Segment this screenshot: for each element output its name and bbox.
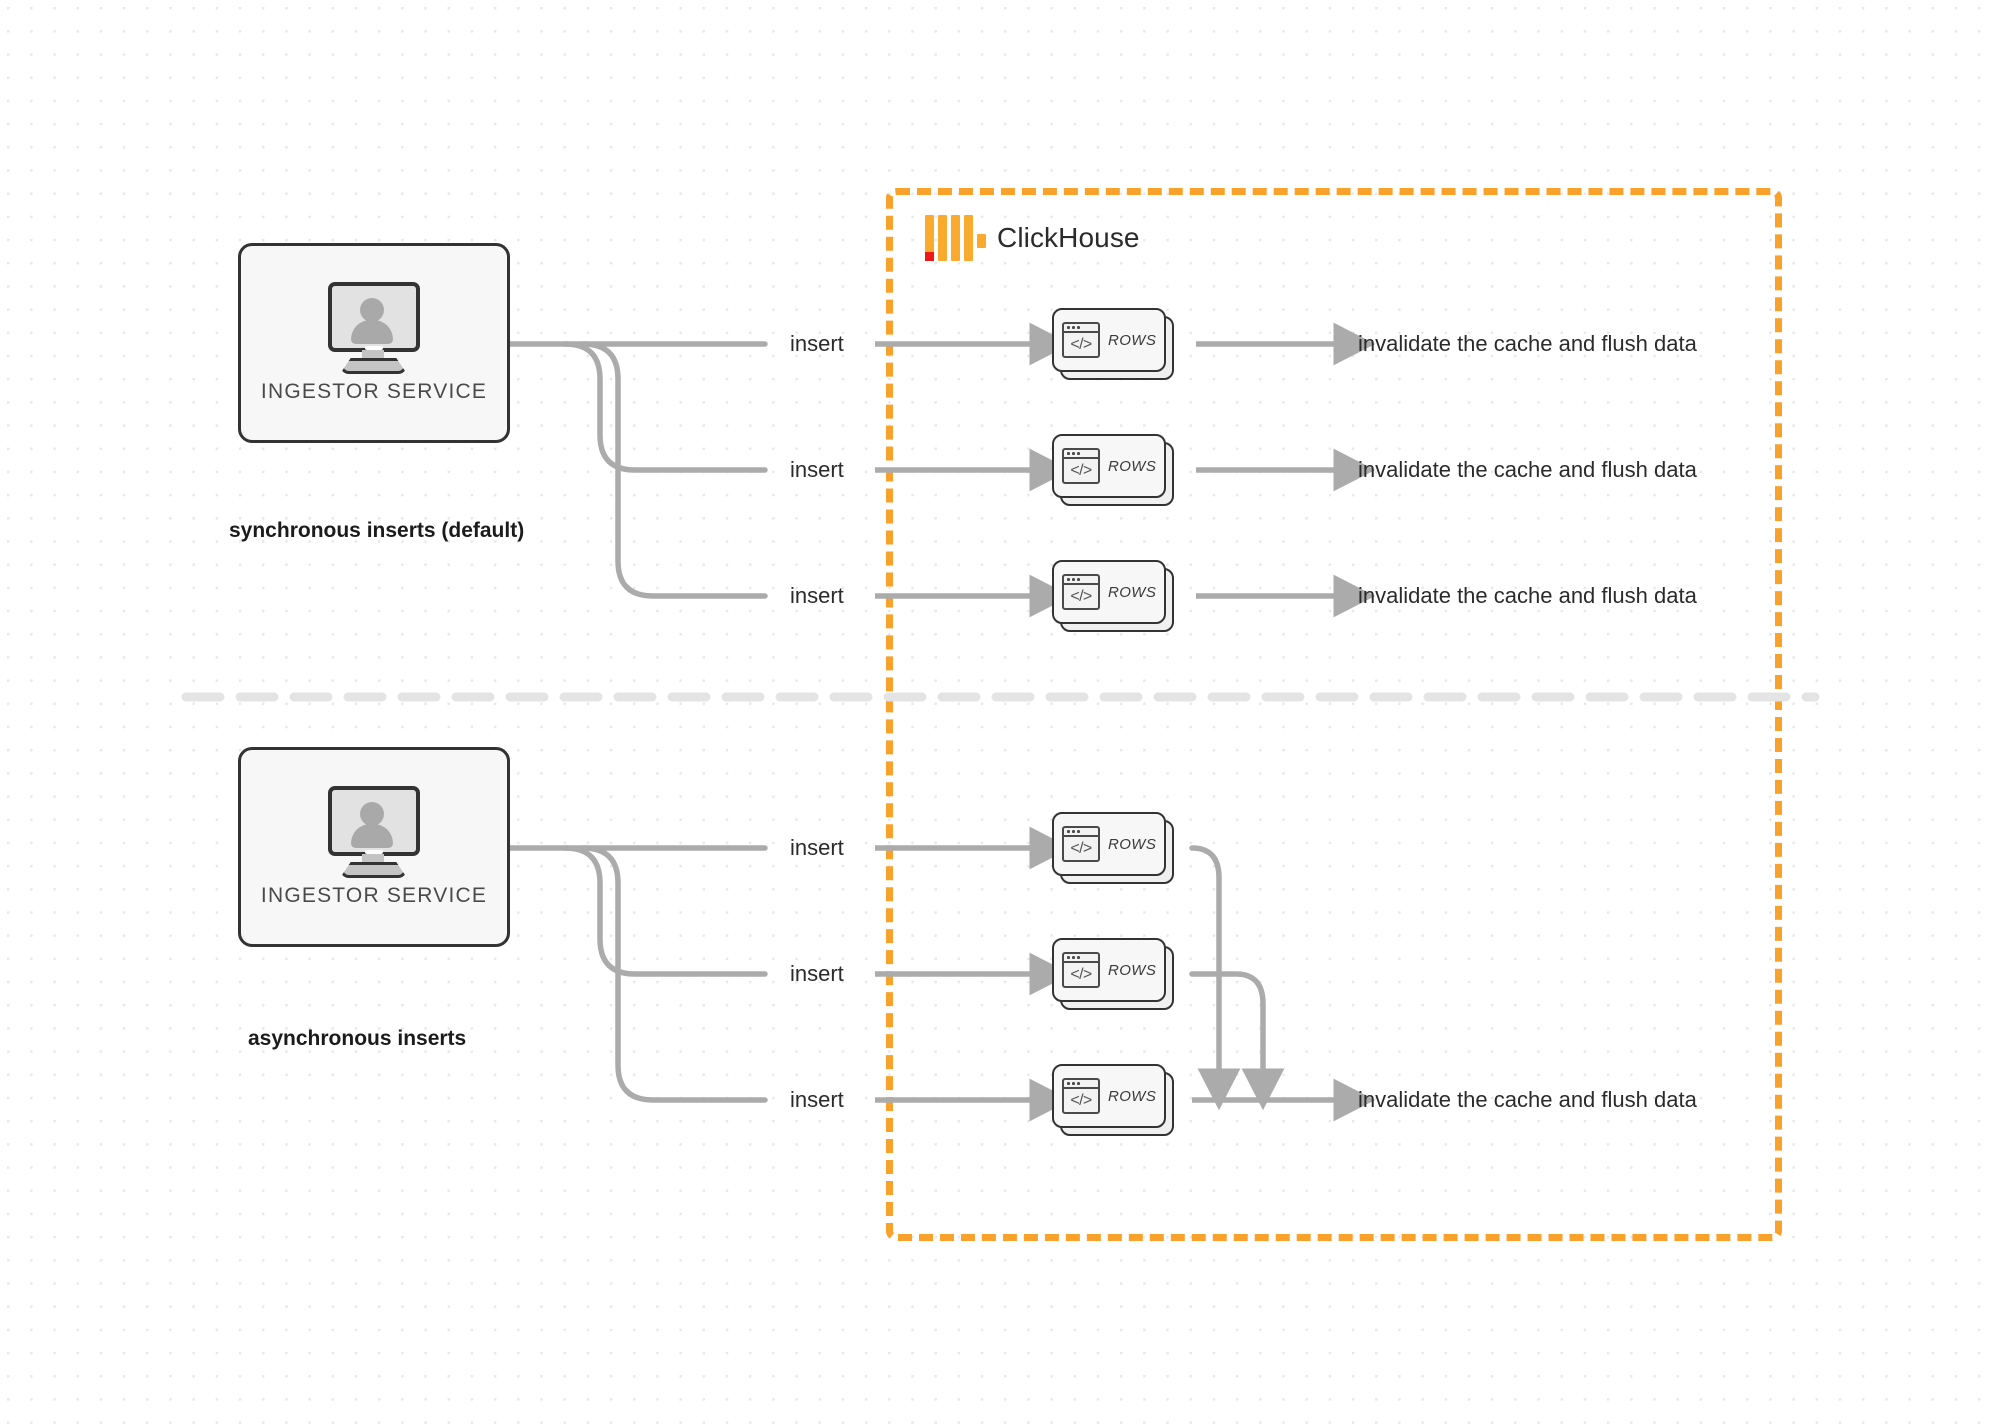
rows-card-sync-1[interactable]: </> ROWS [1052,308,1174,380]
code-window-icon: </> [1062,826,1100,862]
flush-label-sync-3: invalidate the cache and flush data [1358,583,1697,608]
ingestor-service-label: INGESTOR SERVICE [260,380,488,403]
rows-card-sync-2[interactable]: </> ROWS [1052,434,1174,506]
flush-label-sync-2: invalidate the cache and flush data [1358,457,1697,482]
code-window-icon: </> [1062,952,1100,988]
insert-label-async-2: insert [790,961,844,986]
rows-card-async-1[interactable]: </> ROWS [1052,812,1174,884]
ingestor-service-async[interactable]: INGESTOR SERVICE [238,747,510,947]
rows-card-label: ROWS [1108,583,1157,601]
clickhouse-boundary [886,188,1782,1241]
rows-card-async-2[interactable]: </> ROWS [1052,938,1174,1010]
monitor-user-icon [324,786,424,878]
code-window-icon: </> [1062,574,1100,610]
clickhouse-label: ClickHouse [997,222,1140,253]
rows-card-label: ROWS [1108,457,1157,475]
insert-label-sync-3: insert [790,583,844,608]
rows-card-label: ROWS [1108,1087,1157,1105]
rows-card-async-3[interactable]: </> ROWS [1052,1064,1174,1136]
section-caption-synchronous: synchronous inserts (default) [229,519,525,542]
sync-fanout-wires [507,341,768,599]
clickhouse-logo-icon [925,215,986,261]
rows-card-label: ROWS [1108,331,1157,349]
async-fanout-wires [507,845,768,1103]
monitor-user-icon [324,282,424,374]
code-window-icon: </> [1062,322,1100,358]
code-window-icon: </> [1062,448,1100,484]
flush-label-async-merged: invalidate the cache and flush data [1358,1087,1697,1112]
rows-card-label: ROWS [1108,835,1157,853]
clickhouse-brand: ClickHouse [925,215,1140,261]
insert-label-sync-1: insert [790,331,844,356]
rows-card-label: ROWS [1108,961,1157,979]
insert-label-sync-2: insert [790,457,844,482]
flush-label-sync-1: invalidate the cache and flush data [1358,331,1697,356]
section-caption-asynchronous: asynchronous inserts [248,1027,467,1050]
rows-card-sync-3[interactable]: </> ROWS [1052,560,1174,632]
insert-label-async-3: insert [790,1087,844,1112]
insert-label-async-1: insert [790,835,844,860]
ingestor-service-label: INGESTOR SERVICE [260,884,488,907]
ingestor-service-sync[interactable]: INGESTOR SERVICE [238,243,510,443]
code-window-icon: </> [1062,1078,1100,1114]
